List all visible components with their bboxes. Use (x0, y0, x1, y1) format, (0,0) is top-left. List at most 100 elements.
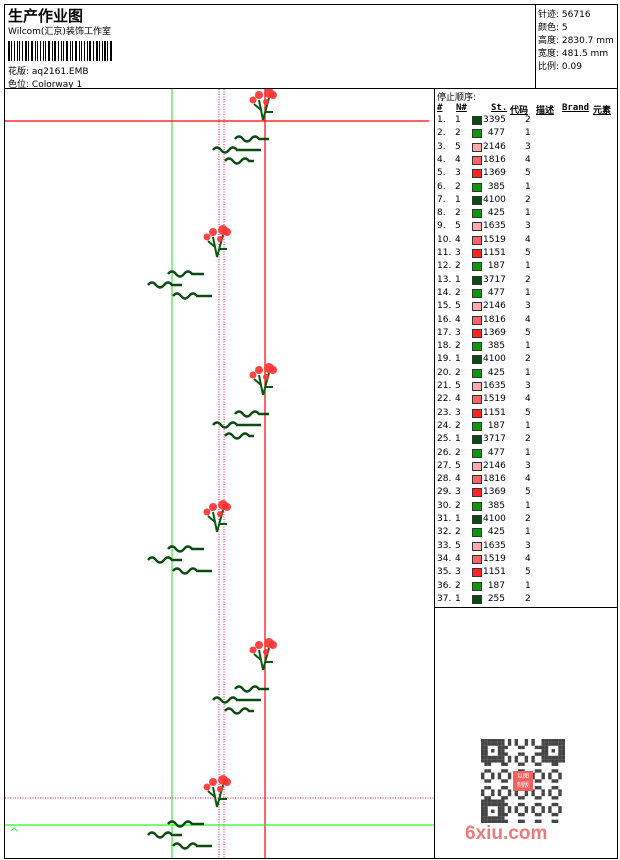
row-needle: 2 (455, 181, 461, 192)
barcode-bar (92, 41, 94, 61)
barcode (8, 41, 114, 61)
row-needle: 5 (455, 540, 461, 551)
row-code: 2 (525, 593, 531, 604)
color-swatch (472, 116, 482, 125)
table-row: 11. 3 1151 5 (435, 248, 615, 261)
lettering-stroke (172, 292, 212, 300)
row-needle: 1 (455, 434, 461, 445)
row-num: 29. (437, 487, 452, 498)
flower-bloom (217, 236, 223, 242)
barcode-bar (87, 41, 89, 61)
row-stitches: 1816 (483, 474, 506, 485)
row-needle: 1 (455, 274, 461, 285)
table-row: 9. 5 1635 3 (435, 221, 615, 234)
row-needle: 5 (455, 460, 461, 471)
colorway-label: 色位: (8, 80, 30, 90)
flower-bloom (255, 91, 263, 99)
barcode-bar (107, 41, 109, 61)
lettering-stroke (167, 270, 204, 278)
lettering-stroke (147, 556, 182, 564)
barcode-bar (22, 41, 24, 61)
row-stitches: 2146 (483, 141, 506, 152)
row-stitches: 1369 (483, 487, 506, 498)
barcode-bar (39, 41, 42, 61)
table-row: 6. 2 385 1 (435, 182, 615, 195)
row-num: 24. (437, 420, 452, 431)
row-stitches: 255 (487, 593, 505, 604)
flower-bloom (203, 233, 211, 241)
row-code: 3 (525, 540, 531, 551)
lettering-stroke (234, 135, 269, 143)
row-needle: 1 (455, 115, 461, 125)
seal-logo: 以图制版 (513, 771, 533, 791)
flower-bloom (263, 649, 269, 655)
barcode-bar (66, 41, 69, 61)
color-swatch (472, 568, 482, 578)
table-row: 31. 1 4100 2 (435, 514, 615, 527)
row-num: 36. (437, 580, 452, 591)
design-file-label: 花版: (8, 67, 30, 77)
barcode-bar (19, 41, 21, 61)
lettering-stroke (224, 432, 254, 440)
color-swatch (472, 129, 482, 139)
row-num: 10. (437, 234, 452, 245)
row-stitches: 1635 (483, 381, 506, 391)
table-row: 12. 2 187 1 (435, 261, 615, 274)
color-swatch (472, 448, 482, 458)
color-swatch (472, 408, 482, 418)
row-needle: 2 (455, 367, 461, 378)
row-stitches: 1519 (483, 553, 506, 564)
row-num: 9. (437, 221, 446, 232)
color-swatch (472, 342, 482, 352)
barcode-bar (104, 41, 107, 61)
row-needle: 2 (455, 500, 461, 511)
color-swatch (472, 262, 482, 272)
row-code: 1 (525, 580, 531, 591)
barcode-bar (28, 41, 29, 61)
lettering-stroke (172, 842, 212, 850)
row-needle: 2 (455, 420, 461, 431)
flower-bloom (209, 228, 217, 236)
row-num: 14. (437, 287, 452, 298)
row-needle: 4 (455, 314, 461, 325)
lettering-stroke (234, 685, 269, 693)
table-row: 22. 4 1519 4 (435, 394, 615, 407)
header-info: 生产作业图 Wilcom(汇京)装饰工作室 花版: aq2161.EMB 色位:… (4, 4, 536, 90)
company-name: Wilcom(汇京)装饰工作室 (8, 27, 111, 37)
table-row: 23. 3 1151 5 (435, 408, 615, 421)
stat-height: 高度: 2830.7 mm (538, 36, 614, 46)
row-num: 34. (437, 553, 452, 564)
row-num: 15. (437, 301, 452, 312)
design-file-value: aq2161.EMB (31, 67, 89, 77)
barcode-bar (110, 41, 112, 61)
row-code: 1 (525, 208, 531, 219)
table-row: 29. 3 1369 5 (435, 487, 615, 500)
stat-stitches: 针迹: 56716 (538, 10, 591, 20)
row-code: 1 (525, 447, 531, 458)
table-row: 2. 2 477 1 (435, 128, 615, 141)
barcode-bar (43, 41, 45, 61)
table-row: 34. 4 1519 4 (435, 554, 615, 567)
color-swatch (472, 315, 482, 325)
row-needle: 1 (455, 514, 461, 524)
table-row: 28. 4 1816 4 (435, 474, 615, 487)
flower-bloom (249, 646, 257, 654)
row-stitches: 385 (487, 181, 505, 192)
flower-bloom (269, 91, 277, 99)
row-num: 3. (437, 141, 446, 152)
color-swatch (472, 528, 482, 538)
row-code: 1 (525, 287, 531, 298)
barcode-bar (84, 41, 86, 61)
table-row: 14. 2 477 1 (435, 288, 615, 301)
color-swatch (472, 368, 482, 378)
row-needle: 2 (455, 287, 461, 298)
row-code: 2 (525, 274, 531, 285)
row-num: 12. (437, 261, 452, 272)
row-code: 4 (525, 154, 531, 165)
row-code: 3 (525, 221, 531, 232)
color-swatch (472, 155, 482, 165)
row-stitches: 187 (487, 420, 505, 431)
flower-bloom (269, 366, 277, 374)
flower-bloom (223, 778, 231, 786)
row-needle: 4 (455, 234, 461, 245)
